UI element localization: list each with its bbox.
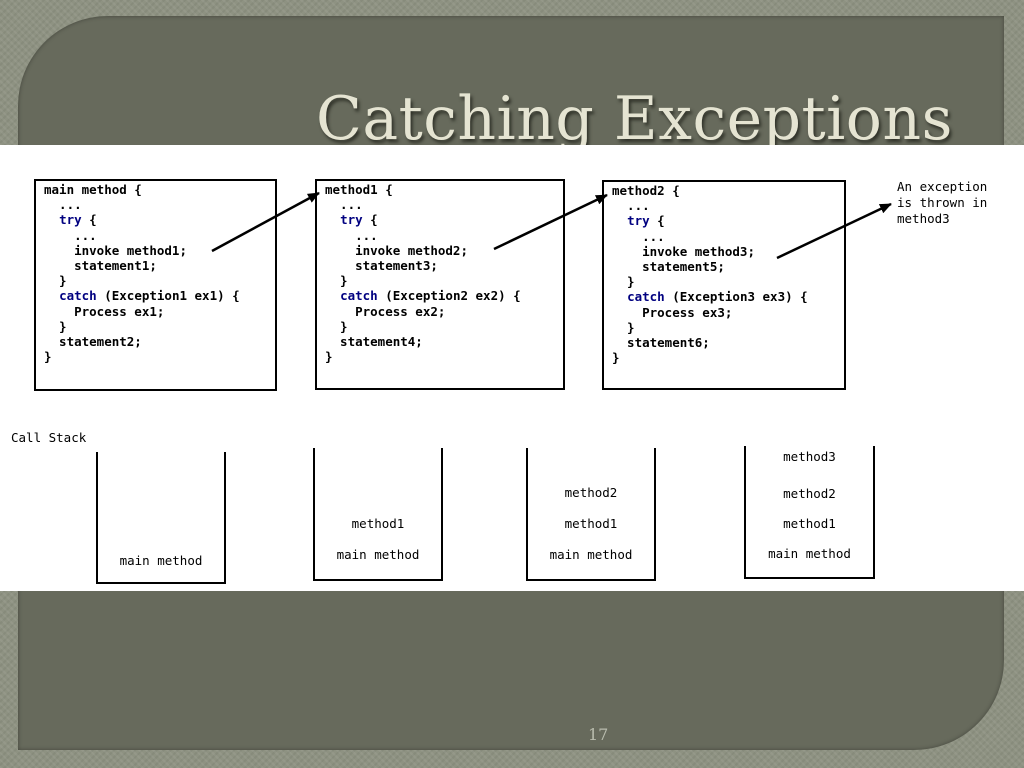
stack-frame: main method (768, 546, 851, 561)
code-line: ... (44, 197, 82, 213)
code-keyword: try (340, 212, 363, 228)
stack-frame: method1 (564, 516, 618, 531)
code-keyword: catch (340, 288, 378, 304)
call-arrows (211, 191, 892, 260)
code-line: main method { (44, 182, 142, 197)
stack-frame: method2 (783, 486, 836, 501)
code-box-method2: method2 { ... try { ... invoke method3; … (602, 180, 846, 390)
code-line: invoke method2; (325, 242, 468, 258)
diagram-panel: main method { ... try { ... invoke metho… (0, 145, 1024, 591)
code-line: } (612, 319, 635, 335)
code-line: } (612, 274, 635, 290)
code-line: ... (612, 198, 650, 214)
code-listing: method2 { ... try { ... invoke method3; … (612, 183, 808, 365)
code-line: } (325, 349, 333, 365)
code-line: ... (612, 228, 665, 244)
call-stack-2: method1 main method (313, 448, 443, 581)
code-line: ... (44, 227, 97, 243)
page-number: 17 (588, 725, 609, 744)
code-line: statement3; (325, 258, 438, 274)
code-line: ... (325, 227, 378, 243)
stack-frame: method1 (783, 516, 836, 531)
code-line: try { (340, 212, 378, 228)
code-line: } (44, 273, 67, 289)
arrow-main-to-method1 (211, 191, 320, 253)
call-stack-1: main method (96, 452, 226, 584)
code-line: invoke method3; (612, 243, 755, 259)
stack-frame: method1 (351, 516, 405, 531)
note-line: An exception (897, 179, 988, 194)
code-line: try { (59, 212, 97, 228)
code-line: } (325, 273, 348, 289)
call-stack-4: method3 method2 method1 main method (744, 446, 875, 579)
stack-frame: main method (549, 547, 633, 562)
stack-frame: method2 (564, 485, 618, 500)
stack-frame: main method (336, 547, 420, 562)
code-line: Process ex2; (325, 303, 446, 319)
code-keyword: catch (627, 289, 665, 305)
code-line: Process ex3; (612, 304, 733, 320)
code-line: } (612, 350, 620, 366)
code-line: invoke method1; (44, 242, 187, 258)
code-keyword: try (59, 212, 82, 228)
code-line: statement5; (612, 259, 725, 275)
code-keyword: catch (59, 288, 97, 304)
note-line: method3 (897, 211, 950, 226)
note-line: is thrown in (897, 195, 988, 210)
code-line: Process ex1; (44, 303, 165, 319)
slide-title: Catching Exceptions (316, 84, 953, 154)
stack-frame: method3 (783, 449, 836, 464)
code-line: statement6; (612, 335, 710, 351)
call-stack-3: method2 method1 main method (526, 448, 656, 581)
code-line: catch (Exception1 ex1) { (59, 288, 240, 304)
code-listing: method1 { ... try { ... invoke method2; … (325, 182, 521, 364)
code-line: } (44, 349, 52, 365)
code-line: catch (Exception3 ex3) { (627, 289, 808, 305)
code-keyword: try (627, 213, 650, 229)
arrow-method1-to-method2 (493, 193, 608, 251)
code-line: statement1; (44, 258, 157, 274)
code-line: } (44, 318, 67, 334)
code-line: statement4; (325, 334, 423, 350)
code-box-main-method: main method { ... try { ... invoke metho… (34, 179, 277, 391)
code-line: } (325, 318, 348, 334)
code-line: ... (325, 197, 363, 213)
code-line: statement2; (44, 334, 142, 350)
arrow-method2-to-method3 (776, 202, 892, 260)
code-line: try { (627, 213, 665, 229)
code-line: method2 { (612, 183, 680, 198)
code-box-method1: method1 { ... try { ... invoke method2; … (315, 179, 565, 390)
stack-frame: main method (119, 553, 203, 568)
code-line: method1 { (325, 182, 393, 197)
code-line: catch (Exception2 ex2) { (340, 288, 521, 304)
call-stack-label: Call Stack (11, 430, 87, 445)
code-listing: main method { ... try { ... invoke metho… (44, 182, 240, 364)
